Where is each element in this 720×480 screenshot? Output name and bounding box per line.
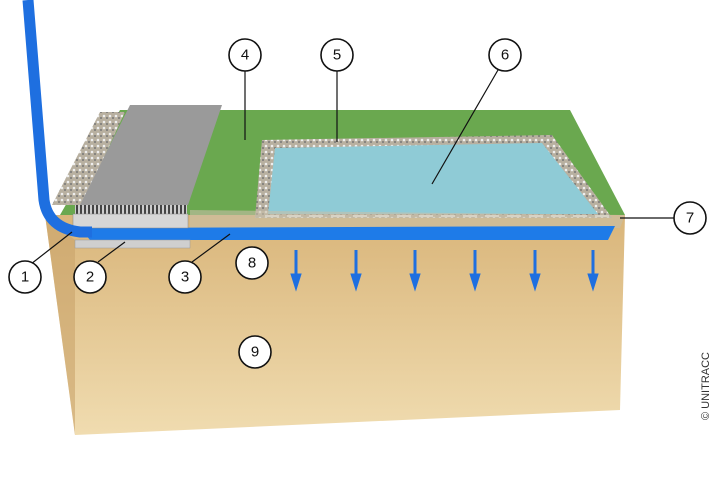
paving-slab bbox=[80, 105, 222, 205]
svg-text:6: 6 bbox=[501, 47, 509, 64]
down-arrow-icon bbox=[587, 273, 599, 292]
callout-7: 7 bbox=[673, 201, 707, 235]
callout-1: 1 bbox=[8, 260, 42, 294]
callout-5: 5 bbox=[320, 38, 354, 72]
infiltration-arrows bbox=[290, 250, 599, 292]
gravel-strip bbox=[52, 112, 125, 205]
svg-text:5: 5 bbox=[333, 47, 341, 64]
channel-body bbox=[72, 213, 189, 229]
down-arrow-icon bbox=[409, 273, 421, 292]
callout-3: 3 bbox=[168, 260, 202, 294]
channel-grating bbox=[75, 205, 187, 214]
svg-text:4: 4 bbox=[241, 47, 249, 64]
downpipe bbox=[22, 0, 92, 238]
pond-water bbox=[268, 143, 598, 214]
callout-leaders bbox=[30, 69, 674, 265]
svg-text:3: 3 bbox=[181, 269, 189, 286]
svg-text:7: 7 bbox=[686, 210, 694, 227]
down-arrow-icon bbox=[350, 273, 362, 292]
callout-2: 2 bbox=[73, 260, 107, 294]
callout-4: 4 bbox=[228, 38, 262, 72]
callout-8: 8 bbox=[235, 246, 269, 280]
soil-side bbox=[45, 215, 75, 435]
svg-text:9: 9 bbox=[251, 344, 259, 361]
infiltration-layer bbox=[80, 226, 615, 240]
concrete-base bbox=[74, 239, 191, 249]
callout-6: 6 bbox=[488, 38, 522, 72]
topsoil-edge bbox=[190, 210, 625, 228]
copyright-text: © UNITRACC bbox=[700, 352, 712, 420]
down-arrow-icon bbox=[529, 273, 541, 292]
down-arrow-icon bbox=[290, 273, 302, 292]
callout-9: 9 bbox=[238, 335, 272, 369]
svg-text:2: 2 bbox=[86, 269, 94, 286]
svg-text:8: 8 bbox=[248, 255, 256, 272]
down-arrow-icon bbox=[469, 273, 481, 292]
svg-text:1: 1 bbox=[21, 269, 29, 286]
